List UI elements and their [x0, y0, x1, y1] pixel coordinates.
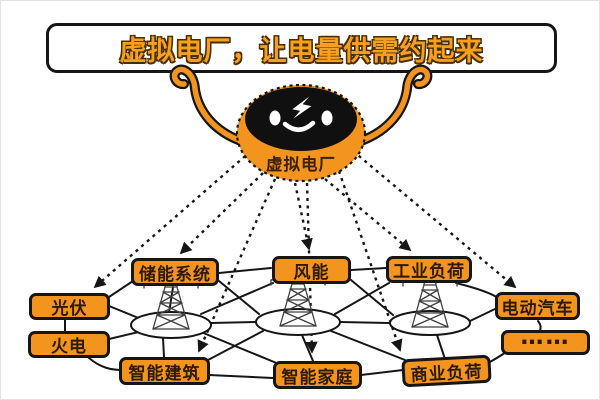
- banner-title: 虚拟电厂，让电量供需约起来: [119, 35, 484, 67]
- node-more-ellipsis: ……: [501, 324, 590, 355]
- robot-eye-right: [321, 110, 333, 126]
- node-label: 风能: [293, 262, 330, 283]
- node-label: ……: [520, 323, 571, 350]
- node-solar-pv: 光伏: [29, 293, 110, 320]
- node-commercial-load: 商业负荷: [401, 354, 492, 388]
- node-label: 智能家庭: [281, 367, 354, 388]
- node-label: 电动汽车: [501, 298, 574, 319]
- robot-arm-left: [169, 64, 246, 146]
- lightning-bolt-icon: [292, 96, 312, 119]
- hook-icon: [171, 66, 244, 144]
- arrow-to-ev: [352, 150, 517, 289]
- node-industrial-load: 工业负荷: [386, 256, 472, 283]
- title-banner: 虚拟电厂，让电量供需约起来: [46, 23, 557, 73]
- robot-arms: [169, 64, 433, 146]
- node-label: 工业负荷: [393, 262, 465, 282]
- node-smart-home: 智能家庭: [273, 361, 362, 389]
- tower-base-left: [130, 311, 212, 339]
- robot-label: 虚拟电厂: [266, 155, 336, 174]
- node-label: 光伏: [51, 299, 88, 319]
- node-label: 火电: [51, 337, 87, 357]
- node-wind-energy: 风能: [272, 256, 351, 284]
- node-thermal-power: 火电: [28, 331, 110, 358]
- robot-arm-right: [356, 64, 433, 146]
- robot-face-icon: [269, 96, 333, 132]
- tower-base-center: [255, 308, 341, 336]
- robot-eye-left: [269, 110, 281, 126]
- arrow-to-storage: [179, 172, 264, 255]
- tower-base-right: [389, 310, 471, 336]
- arrow-to-commercial: [337, 170, 403, 352]
- node-electric-vehicle: 电动汽车: [495, 292, 580, 320]
- robot-smile: [282, 120, 316, 132]
- arrow-to-smart-building: [197, 178, 277, 353]
- node-label: 商业负荷: [410, 361, 484, 386]
- hook-icon: [358, 66, 431, 144]
- node-smart-building: 智能建筑: [119, 357, 210, 385]
- node-label: 储能系统: [139, 264, 211, 285]
- node-storage-system: 储能系统: [131, 258, 219, 286]
- arrow-to-industrial: [324, 178, 412, 252]
- tower-bases: [130, 308, 471, 339]
- node-label: 智能建筑: [128, 363, 201, 384]
- robot-head: [245, 87, 357, 151]
